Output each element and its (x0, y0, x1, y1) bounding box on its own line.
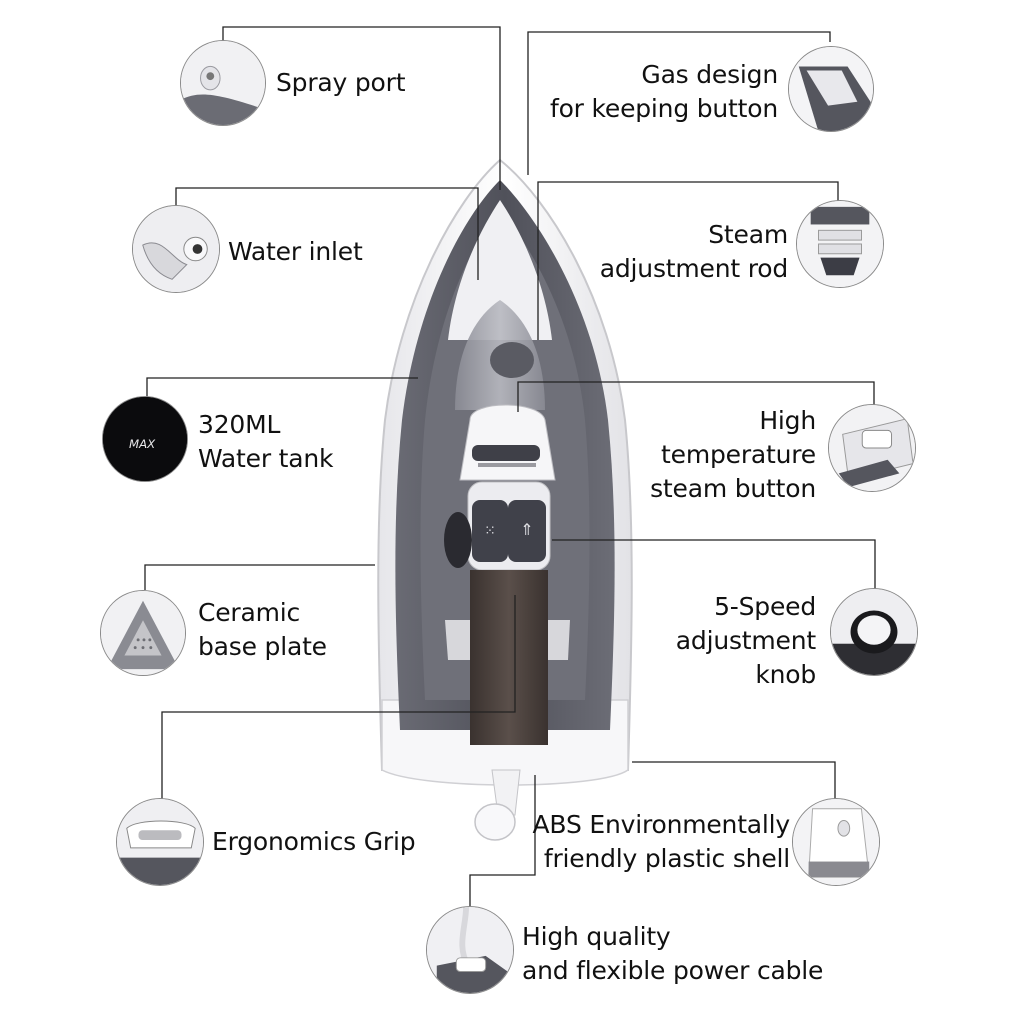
feature-label-water-tank: 320ML Water tank (198, 410, 334, 473)
feature-label-speed-knob: 5-Speed adjustment knob (675, 592, 816, 689)
steam-button-icon (828, 404, 916, 492)
ceramic-plate-icon (100, 590, 186, 676)
power-cable-icon (426, 906, 514, 994)
feature-label-plastic-shell: ABS Environmentally friendly plastic she… (532, 810, 791, 873)
feature-label-steam-button: High temperature steam button (650, 406, 816, 503)
feature-label-water-inlet: Water inlet (228, 237, 363, 266)
feature-label-steam-rod: Steam adjustment rod (599, 220, 788, 283)
speed-knob-icon (830, 588, 918, 676)
svg-text:⁙: ⁙ (484, 523, 496, 539)
plastic-shell-icon (792, 798, 880, 886)
grip-icon (116, 798, 204, 886)
feature-label-grip: Ergonomics Grip (212, 827, 416, 856)
feature-label-spray-port: Spray port (276, 68, 406, 97)
steam-rod-icon (796, 200, 884, 288)
feature-label-gas-design: Gas design for keeping button (549, 60, 778, 123)
spray-port-icon (180, 40, 266, 126)
gas-design-icon (788, 46, 874, 132)
feature-label-ceramic-plate: Ceramic base plate (198, 598, 327, 661)
svg-text:⇑: ⇑ (520, 520, 533, 539)
feature-label-power-cable: High quality and flexible power cable (522, 922, 824, 985)
tank-max-mark: MAX (129, 437, 156, 451)
water-tank-icon: MAX (102, 396, 188, 482)
water-inlet-icon (132, 205, 220, 293)
